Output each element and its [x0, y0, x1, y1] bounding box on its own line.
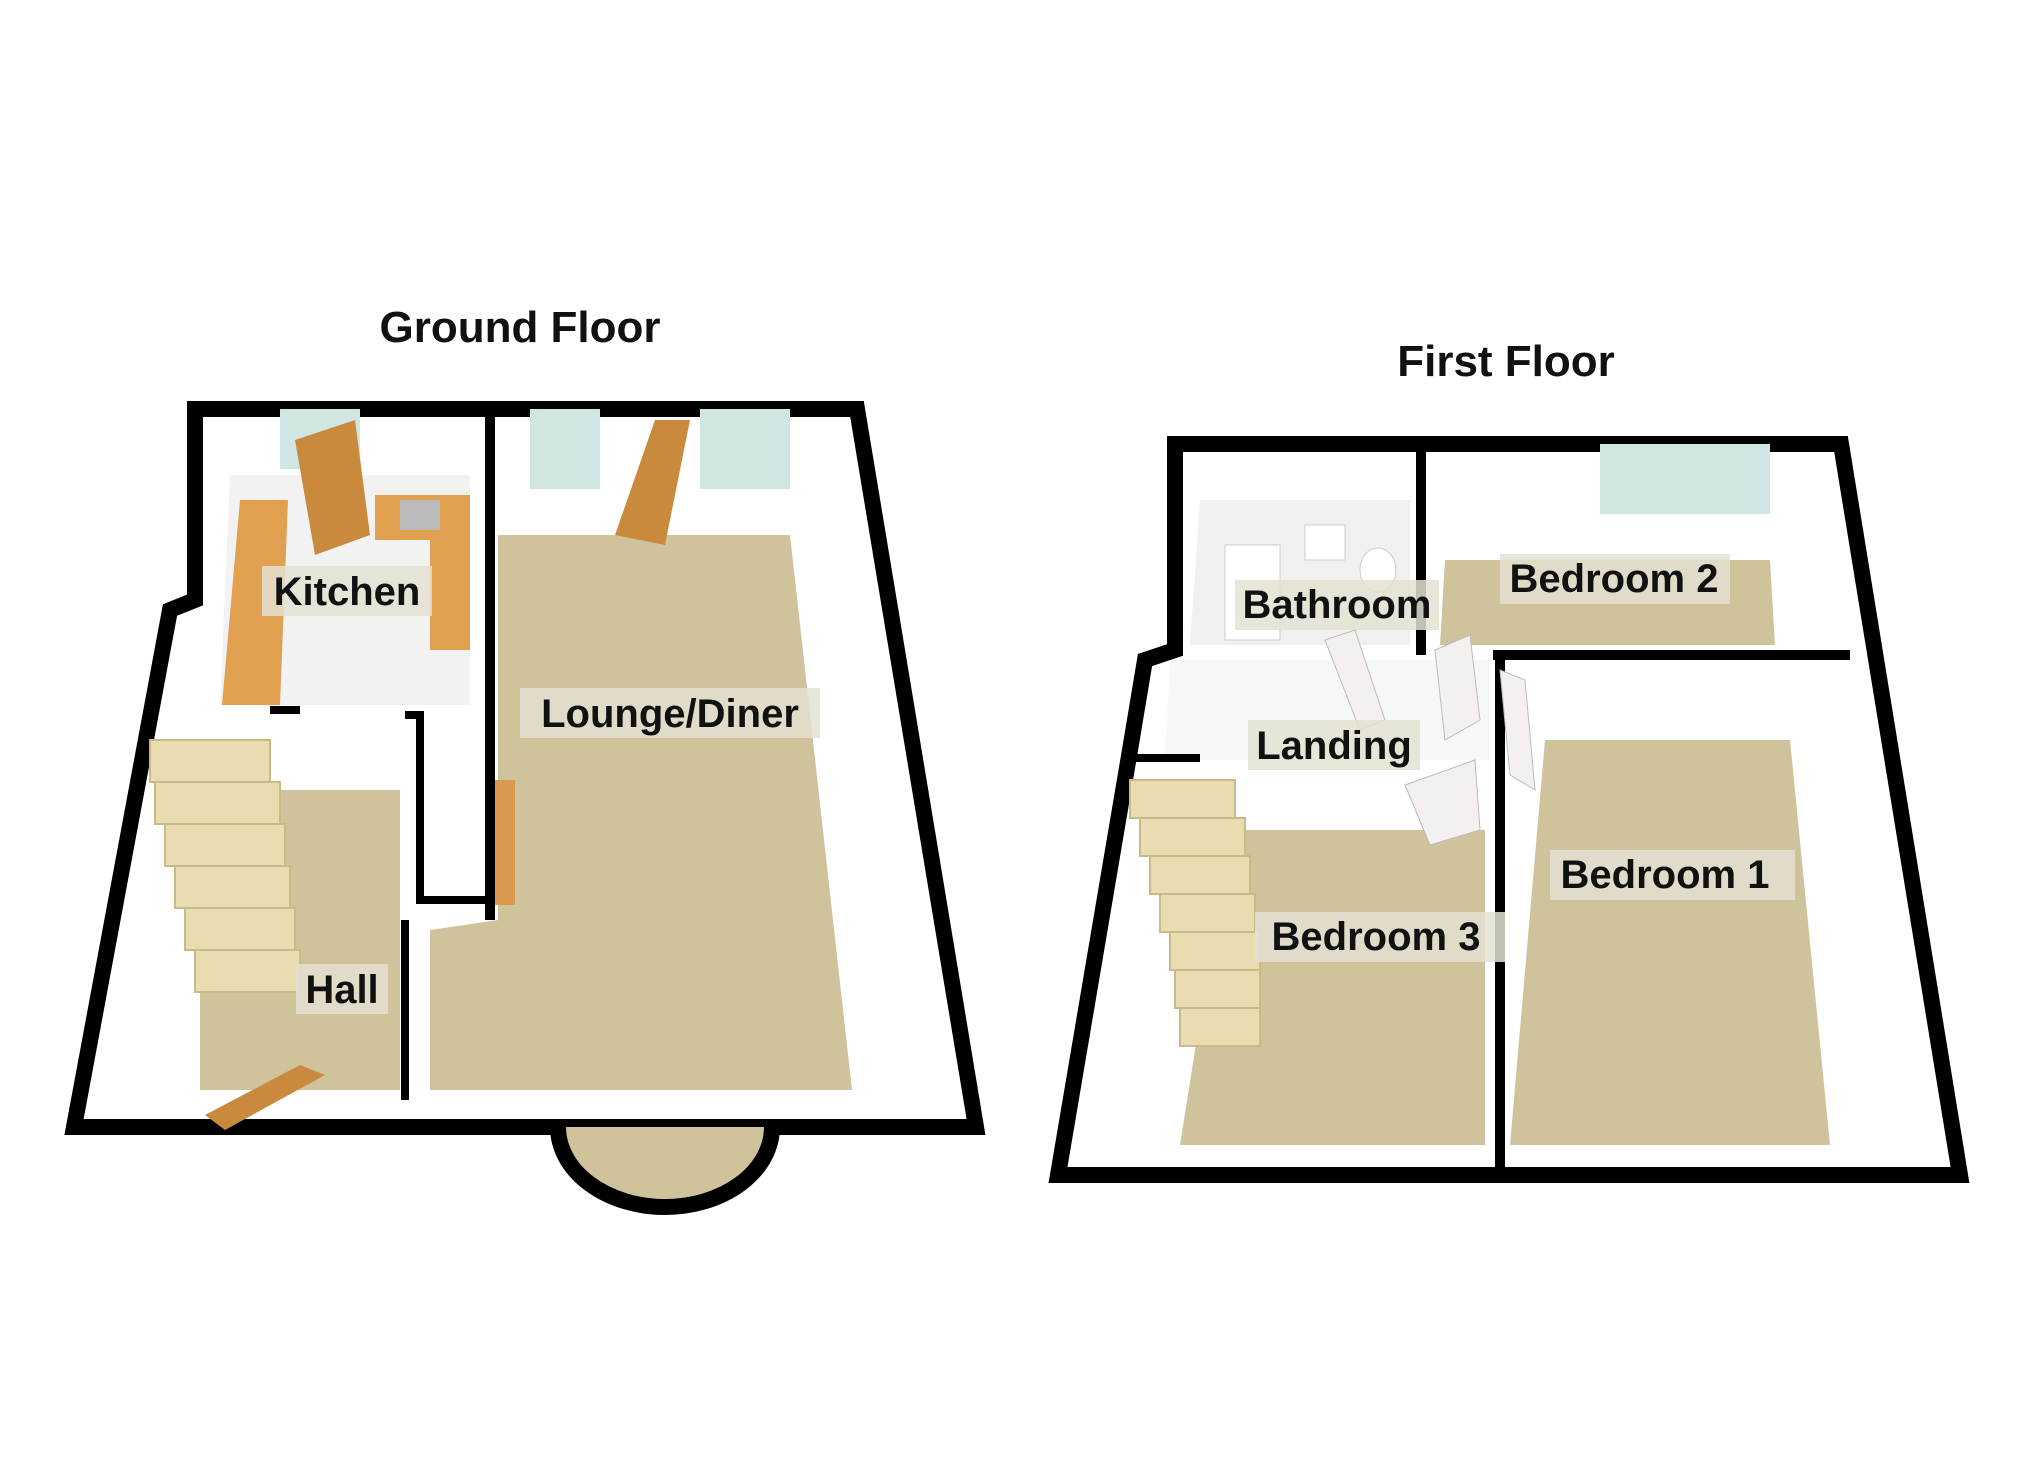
- room-label-bathroom: Bathroom: [1243, 583, 1432, 627]
- staircase-upper: [1129, 779, 1261, 1047]
- lounge-window-right: [700, 409, 790, 489]
- bedroom-3-door: [1404, 759, 1481, 846]
- bedroom-2-door: [1434, 634, 1481, 741]
- staircase: [149, 739, 301, 993]
- first-floor: First Floor: [1048, 337, 1970, 1183]
- bedroom-1-door: [1499, 669, 1536, 791]
- fireplace: [495, 780, 515, 905]
- room-label-bedroom-2: Bedroom 2: [1510, 557, 1719, 601]
- sink-icon: [400, 500, 440, 530]
- room-label-kitchen: Kitchen: [274, 570, 421, 614]
- bay-window: [550, 1126, 780, 1215]
- lounge-window-left: [530, 409, 600, 489]
- cupboard-wall: [405, 711, 490, 904]
- bedroom-2-window: [1600, 444, 1770, 514]
- room-label-hall: Hall: [305, 968, 378, 1012]
- room-label-bedroom-3: Bedroom 3: [1272, 915, 1481, 959]
- bedroom-3-floor: [1180, 830, 1485, 1145]
- lounge-back-door: [615, 420, 690, 545]
- basin-icon: [1304, 524, 1346, 561]
- first-floor-title: First Floor: [1397, 337, 1615, 386]
- ground-floor: Ground Floor: [64, 303, 986, 1215]
- bedroom-1-floor: [1510, 740, 1830, 1145]
- ground-floor-title: Ground Floor: [379, 303, 660, 352]
- kitchen-worktop-left: [222, 500, 288, 705]
- front-door: [205, 1065, 325, 1130]
- kitchen-back-door: [295, 420, 370, 555]
- room-label-landing: Landing: [1256, 724, 1412, 768]
- lounge-diner-floor: [430, 535, 852, 1090]
- kitchen-worktop-right: [430, 535, 470, 650]
- room-label-lounge-diner: Lounge/Diner: [541, 692, 799, 736]
- room-label-bedroom-1: Bedroom 1: [1561, 853, 1770, 897]
